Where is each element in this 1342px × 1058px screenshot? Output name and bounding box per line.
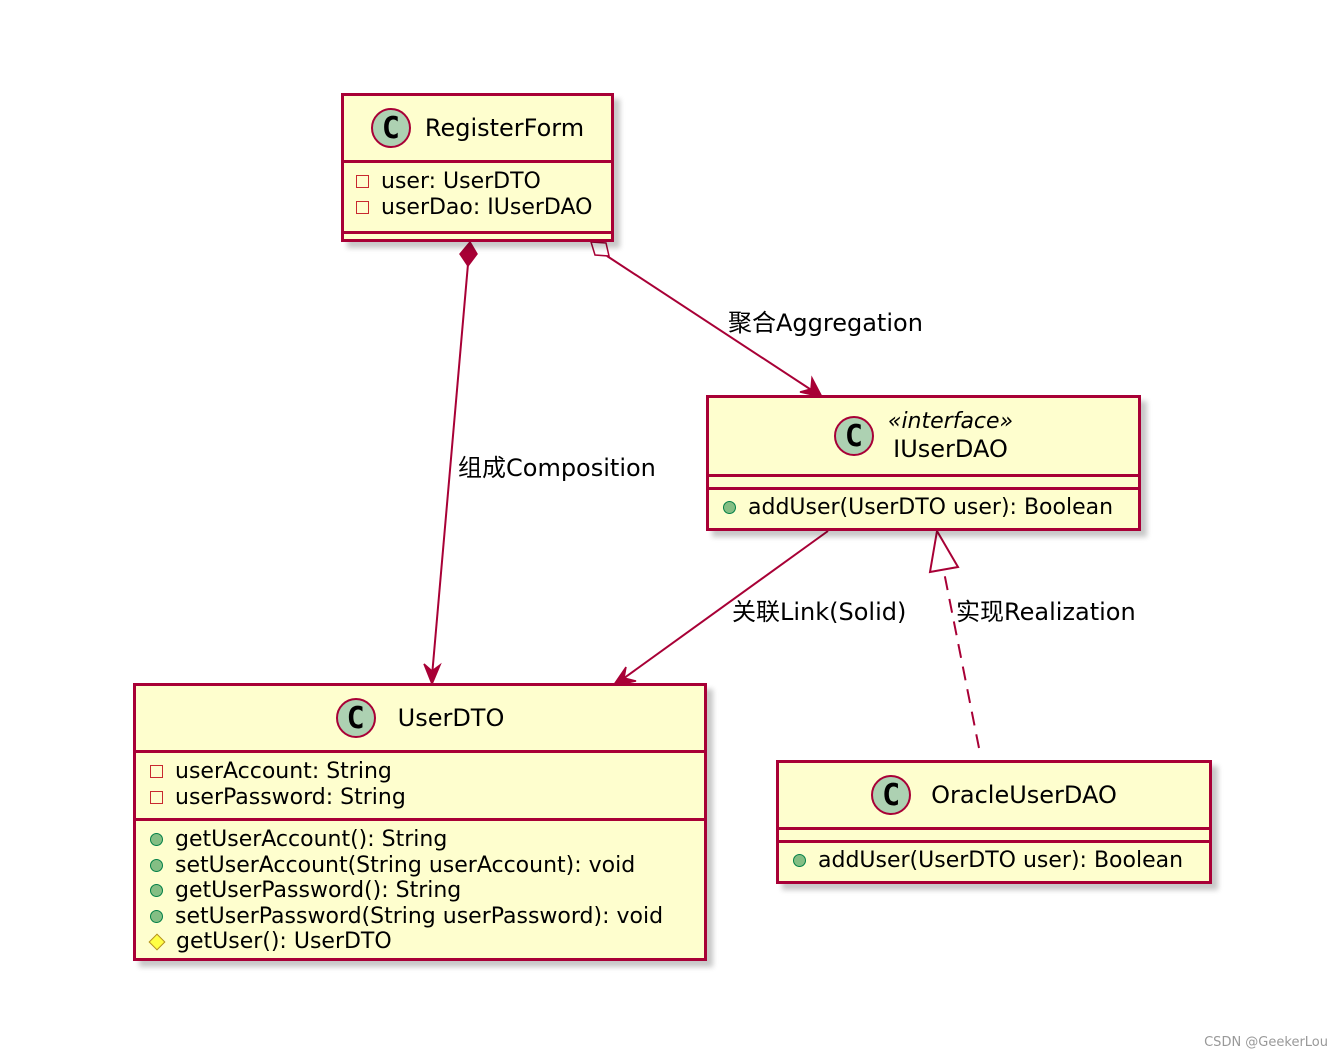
fields-section <box>779 827 1209 840</box>
watermark: CSDN @GeekerLou <box>1204 1035 1328 1050</box>
composition-arrowhead <box>423 662 442 686</box>
class-oracleuserdao[interactable]: C OracleUserDAO addUser(UserDTO user): B… <box>776 760 1212 884</box>
public-icon <box>723 501 736 515</box>
link-arrowhead <box>611 666 637 688</box>
method-row: setUserPassword(String userPassword): vo… <box>150 904 694 930</box>
field-row: userDao: IUserDAO <box>356 195 601 221</box>
private-icon <box>356 200 369 214</box>
class-userdto[interactable]: C UserDTO userAccount: String userPasswo… <box>133 683 707 961</box>
class-header: C RegisterForm <box>344 96 611 160</box>
methods-section: getUserAccount(): String setUserAccount(… <box>136 818 704 959</box>
interface-iuserdao[interactable]: C «interface» IUserDAO addUser(UserDTO u… <box>706 395 1141 531</box>
field-row: userAccount: String <box>150 759 694 785</box>
method-row: getUserPassword(): String <box>150 878 694 904</box>
method-row: getUser(): UserDTO <box>148 929 694 955</box>
aggregation-arrowhead <box>799 375 824 399</box>
method-row: addUser(UserDTO user): Boolean <box>793 848 1199 874</box>
protected-icon <box>148 933 166 951</box>
public-icon <box>150 833 163 847</box>
fields-section: userAccount: String userPassword: String <box>136 750 704 818</box>
private-icon <box>150 790 163 804</box>
aggregation-diamond <box>589 241 610 257</box>
field-row: user: UserDTO <box>356 169 601 195</box>
private-icon <box>356 175 369 189</box>
stereotype-label: «interface» <box>887 409 1014 434</box>
method-row: getUserAccount(): String <box>150 827 694 853</box>
aggregation-line <box>606 255 817 394</box>
class-header: C UserDTO <box>136 686 704 750</box>
methods-section <box>344 231 611 242</box>
class-c-icon: C <box>871 775 912 815</box>
method-row: setUserAccount(String userAccount): void <box>150 853 694 879</box>
class-header: C «interface» IUserDAO <box>709 398 1138 474</box>
fields-section <box>709 474 1138 487</box>
link-line <box>619 530 829 682</box>
class-c-icon: C <box>335 698 376 738</box>
class-name: UserDTO <box>397 704 505 732</box>
method-row: addUser(UserDTO user): Boolean <box>723 495 1128 521</box>
public-icon <box>150 858 163 872</box>
composition-label: 组成Composition <box>458 454 656 482</box>
public-icon <box>793 854 806 868</box>
realization-line <box>943 571 980 749</box>
methods-section: addUser(UserDTO user): Boolean <box>779 840 1209 879</box>
class-name: IUserDAO <box>893 435 1008 463</box>
class-name: OracleUserDAO <box>931 781 1117 809</box>
realization-triangle <box>928 528 960 574</box>
public-icon <box>150 884 163 898</box>
class-c-icon: C <box>833 416 874 456</box>
public-icon <box>150 909 163 923</box>
private-icon <box>150 765 163 779</box>
aggregation-label: 聚合Aggregation <box>728 309 923 337</box>
fields-section: user: UserDTO userDao: IUserDAO <box>344 160 611 231</box>
realization-label: 实现Realization <box>956 598 1136 626</box>
field-row: userPassword: String <box>150 785 694 811</box>
class-name: RegisterForm <box>424 114 585 142</box>
composition-diamond <box>459 240 478 268</box>
methods-section: addUser(UserDTO user): Boolean <box>709 487 1138 526</box>
class-c-icon: C <box>370 108 411 148</box>
class-register-form[interactable]: C RegisterForm user: UserDTO userDao: IU… <box>341 93 614 242</box>
composition-line <box>431 263 469 677</box>
class-header: C OracleUserDAO <box>779 763 1209 827</box>
link-label: 关联Link(Solid) <box>732 598 907 626</box>
